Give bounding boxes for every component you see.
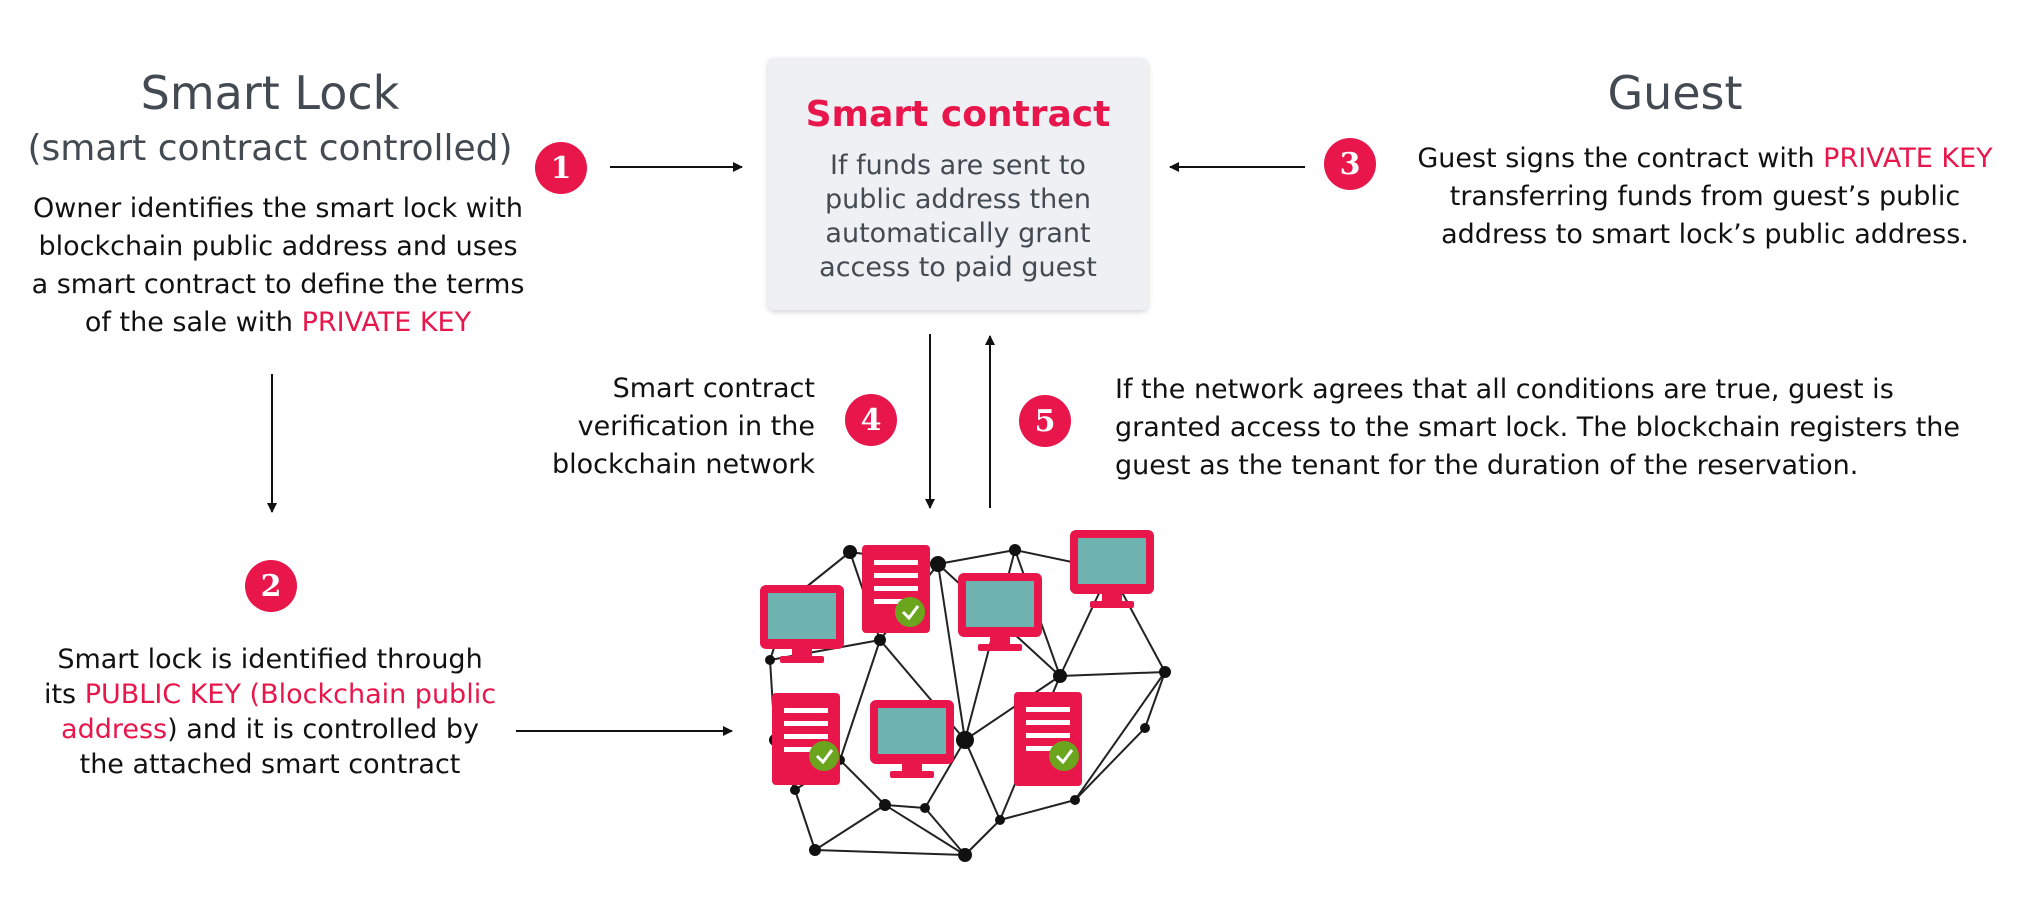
document-check-icon: [1014, 692, 1082, 786]
step-1-badge: 1: [535, 142, 587, 194]
smart-lock-description-text: Owner identifies the smart lock with blo…: [31, 193, 525, 338]
guest-description-suffix: transferring funds from guest’s public a…: [1441, 181, 1969, 250]
document-check-icon: [862, 545, 930, 633]
step5-description: If the network agrees that all condition…: [1115, 374, 1961, 481]
step-3-badge: 3: [1324, 138, 1376, 190]
step-4-badge: 4: [845, 394, 897, 446]
step-2-badge: 2: [245, 560, 297, 612]
smart-lock-title: Smart Lock: [140, 66, 400, 120]
monitor-icon: [870, 700, 954, 778]
smart-contract-title: Smart contract: [805, 94, 1111, 135]
monitor-icon: [1070, 530, 1154, 608]
step4-description: Smart contract verification in the block…: [552, 373, 815, 480]
step2-description: Smart lock is identified through its PUB…: [40, 642, 500, 782]
document-check-icon: [772, 693, 840, 785]
smart-lock-subtitle: (smart contract controlled): [27, 128, 513, 169]
step-5-badge: 5: [1019, 395, 1071, 447]
private-key-highlight: PRIVATE KEY: [301, 307, 472, 338]
flow-arrows: [267, 162, 1305, 736]
smart-contract-text: If funds are sent to public address then…: [819, 150, 1097, 283]
smart-lock-description: Owner identifies the smart lock with blo…: [28, 190, 528, 342]
blockchain-network-illustration: [760, 530, 1171, 862]
monitor-icon: [760, 585, 844, 663]
public-key-highlight: PUBLIC KEY (Blockchain public address: [61, 679, 497, 745]
step2-description-suffix: ) and it is controlled by the attached s…: [79, 714, 479, 780]
step2-description-prefix: Smart lock is identified through its: [43, 644, 483, 710]
monitor-icon: [958, 573, 1042, 651]
guest-description: Guest signs the contract with PRIVATE KE…: [1400, 140, 2010, 254]
smart-contract-box: Smart contract If funds are sent to publ…: [768, 58, 1148, 310]
guest-title: Guest: [1607, 66, 1743, 120]
guest-private-key-highlight: PRIVATE KEY: [1823, 143, 1993, 174]
guest-description-prefix: Guest signs the contract with: [1417, 143, 1824, 174]
